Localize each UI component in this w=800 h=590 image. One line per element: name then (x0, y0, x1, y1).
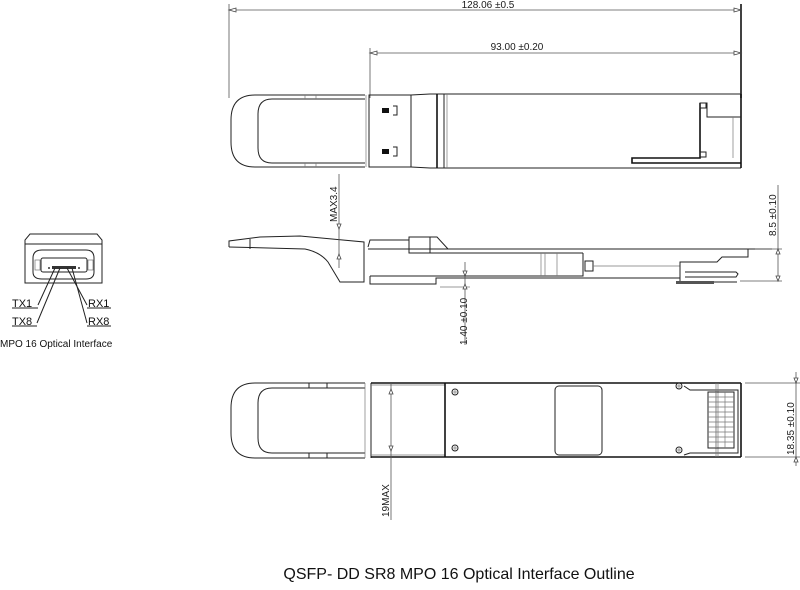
electrical-contacts (707, 391, 735, 449)
contact-grid (708, 392, 734, 448)
interface-caption: MPO 16 Optical Interface (0, 339, 113, 350)
front-view-mpo-interface: TX1 TX8 RX1 RX8 MPO 16 Optical Interface (0, 233, 113, 350)
label-rx8: RX8 (88, 316, 109, 328)
drawing-title: QSFP- DD SR8 MPO 16 Optical Interface Ou… (0, 566, 800, 584)
label-tx8: TX8 (12, 316, 32, 328)
screw-icon (675, 382, 683, 390)
dim-text-max-width: 19MAX (381, 484, 392, 517)
dimension-overall-length: 128.06 ±0.5 (227, 0, 743, 98)
latch-slot (382, 108, 389, 113)
latch-slot (382, 149, 389, 154)
dim-text-max-latch-height: MAX3.4 (329, 186, 340, 222)
dim-text-height: 8.5 ±0.10 (768, 194, 779, 236)
screw-icon (675, 446, 683, 454)
dim-text-width: 18.35 ±0.10 (786, 402, 797, 455)
label-tx1: TX1 (12, 298, 32, 310)
drawing-title-text: QSFP- DD SR8 MPO 16 Optical Interface Ou… (283, 566, 635, 583)
dim-text-overall-length: 128.06 ±0.5 (462, 0, 515, 11)
pcb-edge (676, 281, 714, 284)
bottom-view: 19MAX 18.35 ±0.10 (230, 372, 800, 520)
fiber-row (52, 266, 76, 269)
dim-text-body-length: 93.00 ±0.20 (491, 42, 544, 53)
screw-icon (451, 444, 459, 452)
side-view: MAX3.4 1.40 ±0.10 8.5 ±0.10 (228, 174, 782, 345)
screw-icon (451, 388, 459, 396)
label-rx1: RX1 (88, 298, 109, 310)
dimension-body-length: 93.00 ±0.20 (368, 42, 743, 98)
top-view (230, 93, 742, 169)
dim-text-pcb-thickness: 1.40 ±0.10 (459, 297, 470, 345)
label-window (554, 385, 603, 456)
